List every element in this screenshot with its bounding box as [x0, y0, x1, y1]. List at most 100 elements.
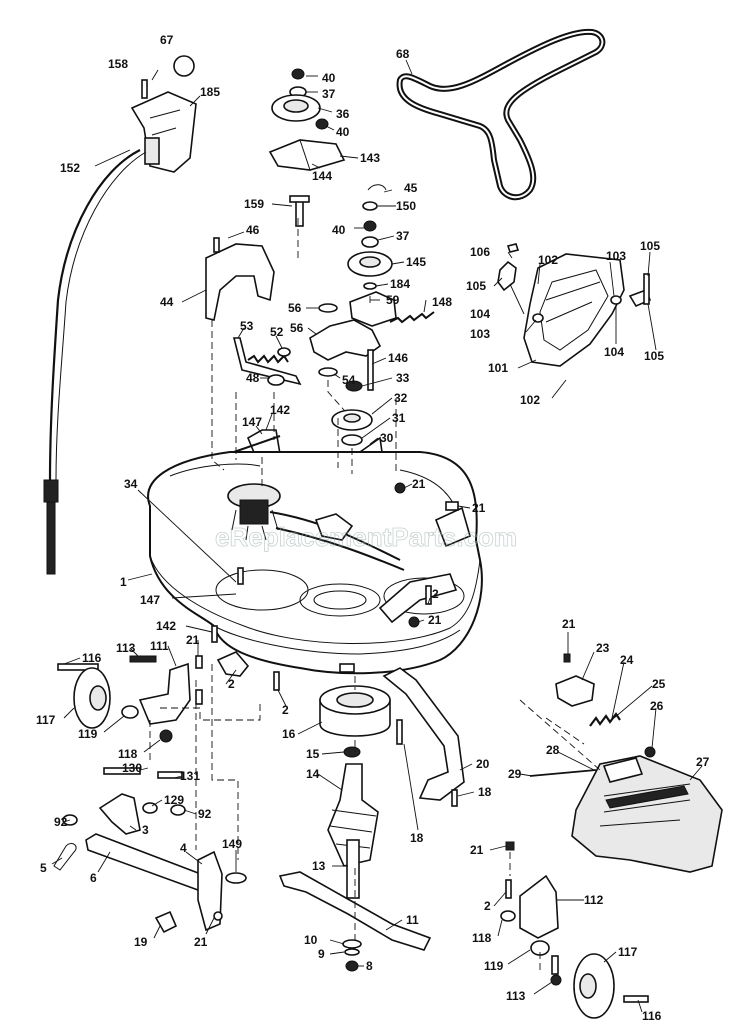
callout-45: 45 [404, 181, 418, 195]
callout-67: 67 [160, 33, 174, 47]
lift-link-part-3 [98, 793, 141, 835]
callout-113: 113 [506, 989, 526, 1003]
callout-131: 131 [180, 769, 200, 783]
callout-112: 112 [584, 893, 604, 907]
callout-116: 116 [642, 1009, 662, 1023]
callout-2: 2 [432, 587, 439, 601]
callout-118: 118 [118, 747, 138, 761]
callout-54: 54 [342, 373, 356, 387]
callout-23: 23 [596, 641, 610, 655]
belt-guard-part-44 [205, 243, 275, 321]
callout-21: 21 [472, 501, 486, 515]
callout-56: 56 [290, 321, 304, 335]
idler-bracket-part-143 [268, 139, 346, 171]
spindle-shaft-part-13 [346, 839, 360, 899]
callout-25: 25 [652, 677, 666, 691]
callout-48: 48 [246, 371, 260, 385]
spring-part-148 [389, 311, 435, 324]
callout-102: 102 [538, 253, 558, 267]
callout-119: 119 [78, 727, 98, 741]
wheel-bracket-part-112 [519, 874, 559, 939]
wheel-bracket-part-111 [138, 662, 191, 725]
callout-37: 37 [396, 229, 410, 243]
deck-brace-part-20 [382, 667, 465, 801]
callout-149: 149 [222, 837, 242, 851]
callout-92: 92 [198, 807, 212, 821]
callout-53: 53 [240, 319, 254, 333]
callout-37: 37 [322, 87, 336, 101]
callout-68: 68 [396, 47, 410, 61]
leader-lines [51, 59, 703, 1013]
callout-103: 103 [606, 249, 626, 263]
discharge-chute-part-27 [571, 755, 723, 873]
callout-10: 10 [304, 933, 318, 947]
callout-101: 101 [488, 361, 508, 375]
callout-185: 185 [200, 85, 220, 99]
callout-143: 143 [360, 151, 380, 165]
callout-130: 130 [122, 761, 142, 775]
hanger-bracket-part-4 [197, 850, 223, 932]
callout-111: 111 [150, 639, 169, 653]
callout-129: 129 [164, 793, 184, 807]
callout-152: 152 [60, 161, 80, 175]
callout-34: 34 [124, 477, 138, 491]
callout-104: 104 [470, 307, 490, 321]
callout-92: 92 [54, 815, 68, 829]
callout-29: 29 [508, 767, 522, 781]
callout-6: 6 [90, 871, 97, 885]
callout-103: 103 [470, 327, 490, 341]
callout-3: 3 [142, 823, 149, 837]
spindle-part-14 [327, 763, 379, 867]
callout-21: 21 [562, 617, 576, 631]
callout-30: 30 [380, 431, 394, 445]
callout-102: 102 [520, 393, 540, 407]
callout-105: 105 [644, 349, 664, 363]
callout-24: 24 [620, 653, 634, 667]
callout-11: 11 [406, 913, 419, 927]
callout-105: 105 [466, 279, 486, 293]
drive-belt-part-68 [396, 28, 606, 201]
callout-20: 20 [476, 757, 490, 771]
callout-46: 46 [246, 223, 260, 237]
callout-28: 28 [546, 743, 560, 757]
callout-4: 4 [180, 841, 187, 855]
callout-9: 9 [318, 947, 325, 961]
callout-1: 1 [120, 575, 127, 589]
bolt-part-159 [295, 199, 304, 227]
callout-15: 15 [306, 747, 320, 761]
callout-158: 158 [108, 57, 128, 71]
callout-40: 40 [322, 71, 336, 85]
mower-deck-housing-part-1 [147, 451, 483, 675]
callout-5: 5 [40, 861, 47, 875]
callout-113: 113 [116, 641, 136, 655]
lift-bar-part-6 [85, 833, 212, 891]
cable-end-spring [46, 501, 56, 575]
callout-19: 19 [134, 935, 148, 949]
callout-116: 116 [82, 651, 102, 665]
callout-144: 144 [312, 169, 332, 183]
callout-33: 33 [396, 371, 410, 385]
callout-16: 16 [282, 727, 296, 741]
callout-159: 159 [244, 197, 264, 211]
callout-8: 8 [366, 959, 373, 973]
callout-21: 21 [194, 935, 208, 949]
assembly-lines [149, 218, 601, 972]
callout-119: 119 [484, 959, 504, 973]
cable-part-152 [48, 149, 141, 481]
spring-bracket-part-53 [232, 337, 302, 386]
callout-18: 18 [410, 831, 424, 845]
callout-32: 32 [394, 391, 408, 405]
callout-184: 184 [390, 277, 410, 291]
callout-59: 59 [386, 293, 400, 307]
callout-52: 52 [270, 325, 284, 339]
callout-147: 147 [242, 415, 262, 429]
callout-18: 18 [478, 785, 492, 799]
callout-14: 14 [306, 767, 320, 781]
callout-44: 44 [160, 295, 174, 309]
callout-145: 145 [406, 255, 426, 269]
callout-36: 36 [336, 107, 350, 121]
callout-118: 118 [472, 931, 492, 945]
callout-labels: 67 158 185 152 40 37 36 40 143 144 159 6… [36, 33, 710, 1023]
blade-part-11 [278, 871, 432, 951]
